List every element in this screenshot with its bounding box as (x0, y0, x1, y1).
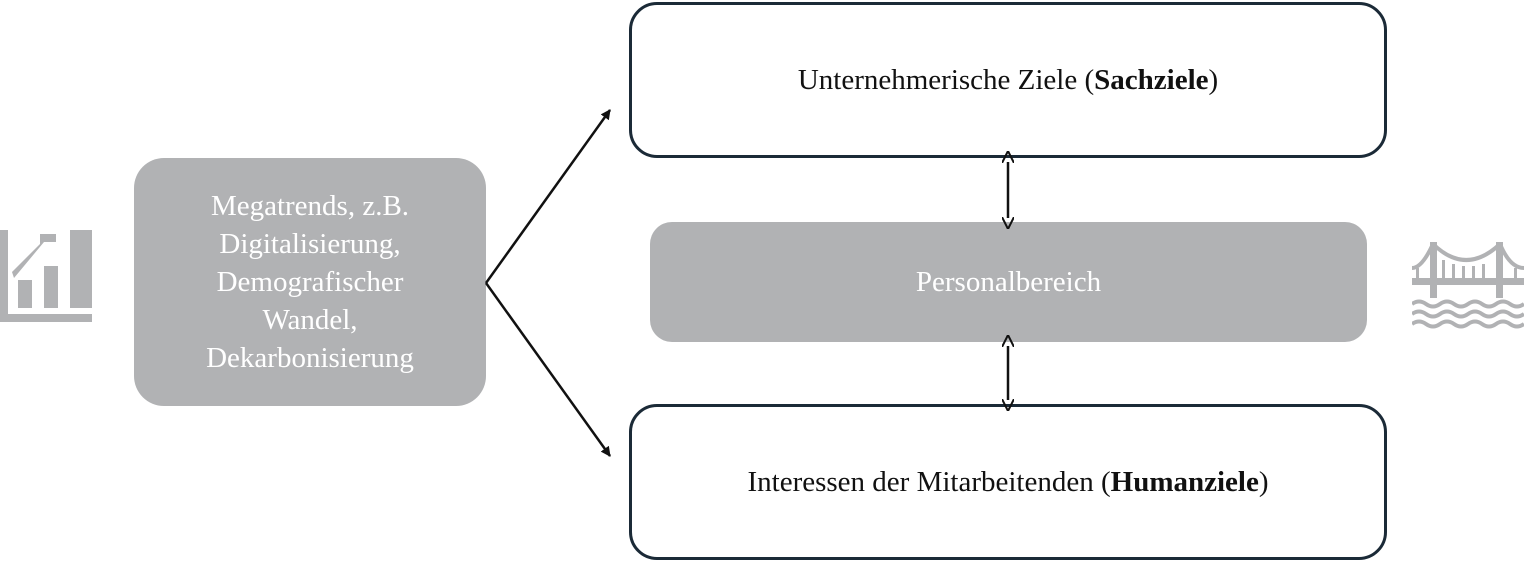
humanziele-label: Interessen der Mitarbeitenden (Humanziel… (747, 465, 1269, 498)
sachziele-bold: Sachziele (1094, 63, 1209, 96)
bridge-icon (1412, 242, 1524, 329)
megatrends-line-4: Wandel, (262, 304, 358, 336)
personalbereich-label: Personalbereich (915, 265, 1102, 298)
megatrends-line-1: Megatrends, z.B. (210, 190, 410, 222)
megatrends-line-2: Digitalisierung, (219, 228, 401, 260)
megatrends-line-5: Dekarbonisierung (206, 342, 414, 374)
personalbereich-box: Personalbereich (650, 222, 1367, 342)
growth-chart-icon (0, 230, 92, 322)
megatrends-box: Megatrends, z.B. Digitalisierung, Demogr… (134, 158, 486, 406)
arrow-to-humanziele (484, 282, 612, 457)
arrow-to-sachziele (484, 109, 612, 284)
megatrends-line-3: Demografischer (216, 266, 404, 298)
humanziele-bold: Humanziele (1110, 465, 1259, 498)
humanziele-box: Interessen der Mitarbeitenden (Humanziel… (629, 404, 1387, 560)
sachziele-box: Unternehmerische Ziele (Sachziele) (629, 2, 1387, 158)
sachziele-label: Unternehmerische Ziele (Sachziele) (797, 63, 1219, 96)
